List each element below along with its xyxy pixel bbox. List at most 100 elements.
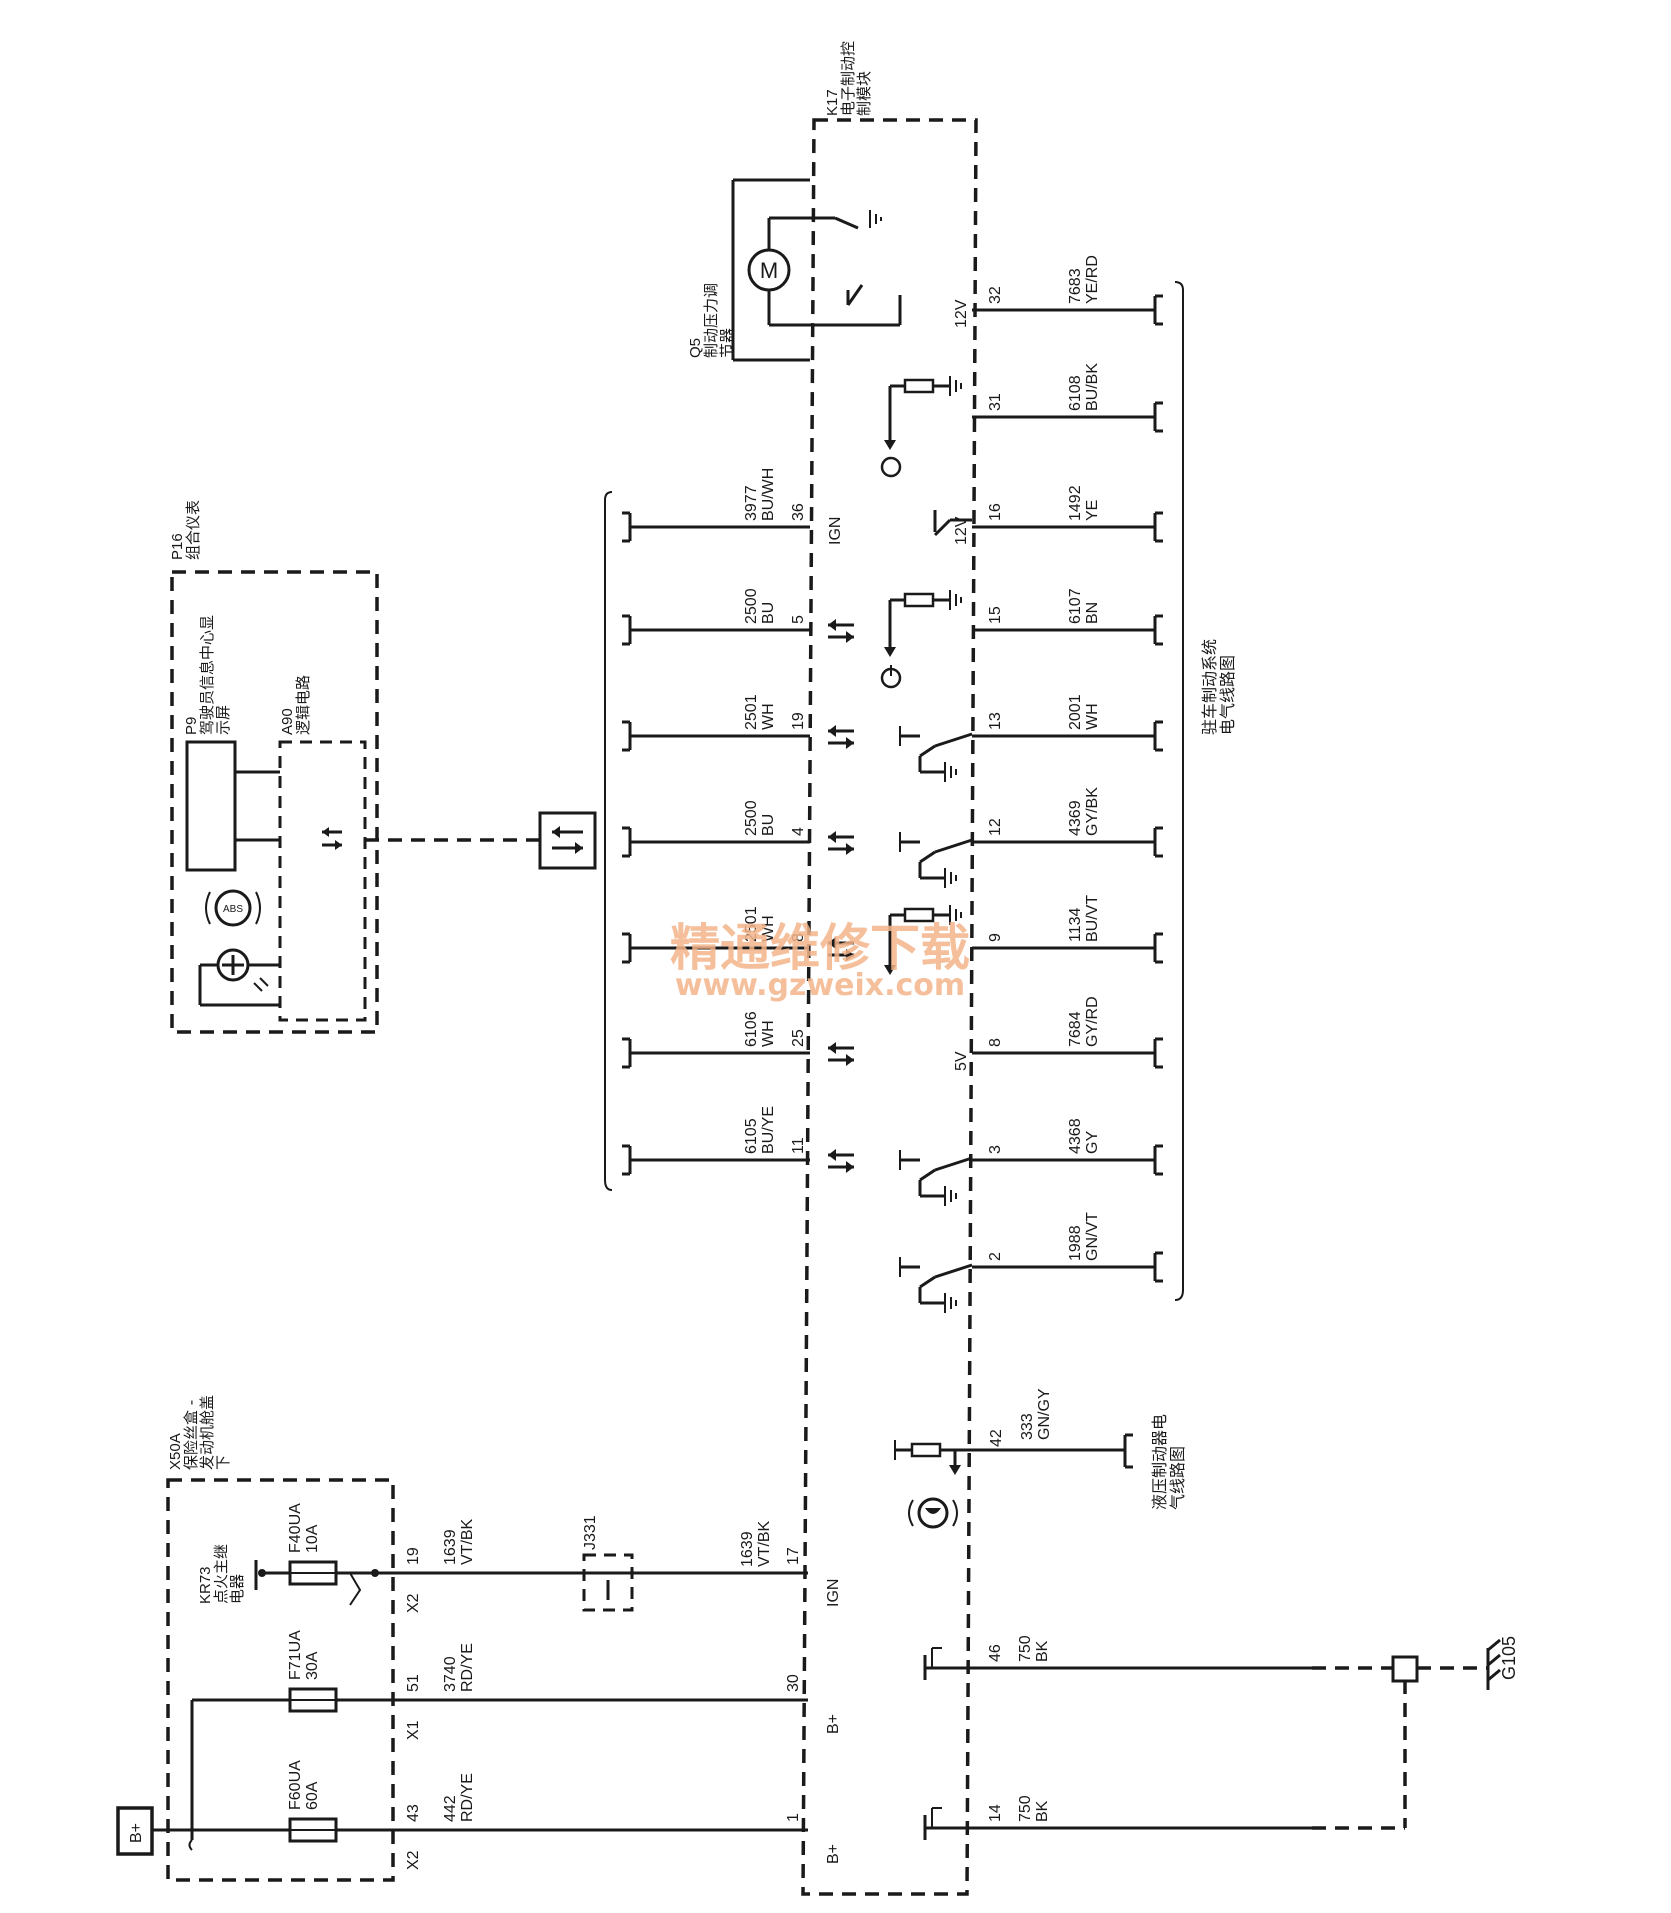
serial-data-icon [828,619,854,643]
svg-text:点火主继: 点火主继 [212,1544,230,1604]
pin-label: 5 [790,615,807,624]
svg-text:36: 36 [790,503,807,521]
svg-text:X50A: X50A [167,1433,184,1470]
svg-text:节器: 节器 [718,328,736,358]
svg-text:GY/BK: GY/BK [1084,787,1101,836]
svg-text:VT/BK: VT/BK [459,1518,476,1565]
low-side-switch-icon [899,832,973,888]
motor-icon [747,248,791,292]
low-side-switch-icon [899,1150,973,1206]
low-side-switch-icon [899,1257,973,1313]
svg-text:8: 8 [987,1038,1004,1047]
internal-pullup-resistor-9 [884,905,962,975]
svg-text:P16: P16 [169,533,186,560]
pin-label: 14 [987,1804,1004,1822]
svg-text:逻辑电路: 逻辑电路 [294,675,312,735]
svg-text:11: 11 [790,1137,807,1154]
svg-text:BK: BK [1034,1640,1051,1662]
svg-text:保险丝盒 -: 保险丝盒 - [182,1400,200,1470]
svg-text:442: 442 [442,1795,459,1822]
svg-text:YE: YE [1084,500,1101,521]
svg-text:1134: 1134 [1067,907,1084,942]
x50a-fusebox-outline [166,1478,395,1882]
svg-text:BU/WH: BU/WH [760,468,777,521]
svg-text:2501: 2501 [743,906,760,942]
svg-text:10A: 10A [304,1524,321,1553]
svg-text:B+: B+ [825,1714,842,1734]
watermark-cn: 精通维修下载 [670,919,970,977]
svg-text:8: 8 [790,933,807,942]
svg-text:示屏: 示屏 [214,705,232,735]
parking-brake-ref: 驻车制动系统 电气线路图 [1200,639,1237,735]
watermark-url: www.gzweix.com [675,968,965,1003]
svg-text:12V: 12V [953,516,970,545]
p16-cluster-outline [170,570,379,1034]
kr73-label: KR73 点火主继 电器 [197,1544,246,1604]
svg-text:BU: BU [760,602,777,624]
ground-g105-icon [1486,1638,1501,1690]
tag-label: 5V [953,1051,970,1071]
pin-label: 11 [790,1137,807,1154]
p16-label: P16 组合仪表 [169,500,202,560]
ground-circuit-46 [923,1647,1312,1680]
svg-text:F60UA: F60UA [287,1760,304,1810]
pin-label: 46 [987,1644,1004,1662]
svg-text:4368: 4368 [1067,1118,1084,1154]
a90-logic-outline [278,740,367,1022]
svg-text:组合仪表: 组合仪表 [184,500,202,560]
svg-text:1492: 1492 [1067,485,1084,521]
svg-text:发动机舱盖: 发动机舱盖 [198,1395,216,1470]
svg-text:3: 3 [987,1145,1004,1154]
svg-text:17: 17 [785,1547,802,1565]
pin-label: 16 [987,503,1004,521]
svg-text:1639: 1639 [739,1531,756,1567]
svg-text:K17: K17 [824,89,841,116]
svg-text:19: 19 [790,712,807,730]
serial-data-icon [828,1149,854,1173]
svg-text:X1: X1 [405,1720,422,1740]
svg-text:6107: 6107 [1067,588,1084,624]
serial-data-icon [828,725,854,749]
svg-text:42: 42 [988,1429,1005,1447]
g105-label: G105 [1499,1636,1519,1680]
serial-data-icon [828,831,854,855]
svg-text:P9: P9 [183,717,200,735]
internal-switch-16 [933,510,972,537]
pin-label: 2 [987,1252,1004,1261]
svg-text:GY: GY [1084,1131,1101,1154]
svg-text:6106: 6106 [743,1011,760,1047]
svg-text:WH: WH [1084,703,1101,730]
svg-text:制动压力调: 制动压力调 [702,283,720,358]
pin-label: 25 [790,1029,807,1047]
svg-text:6105: 6105 [743,1118,760,1154]
svg-text:2501: 2501 [743,694,760,730]
svg-text:2001: 2001 [1067,694,1084,730]
svg-text:30: 30 [785,1674,802,1692]
svg-text:1639: 1639 [442,1529,459,1565]
svg-text:F71UA: F71UA [287,1630,304,1680]
pin-label: 8 [790,933,807,942]
svg-text:60A: 60A [304,1781,321,1810]
svg-text:气线路图: 气线路图 [1168,1446,1187,1510]
svg-text:RD/YE: RD/YE [459,1643,476,1692]
svg-text:下: 下 [214,1455,232,1470]
